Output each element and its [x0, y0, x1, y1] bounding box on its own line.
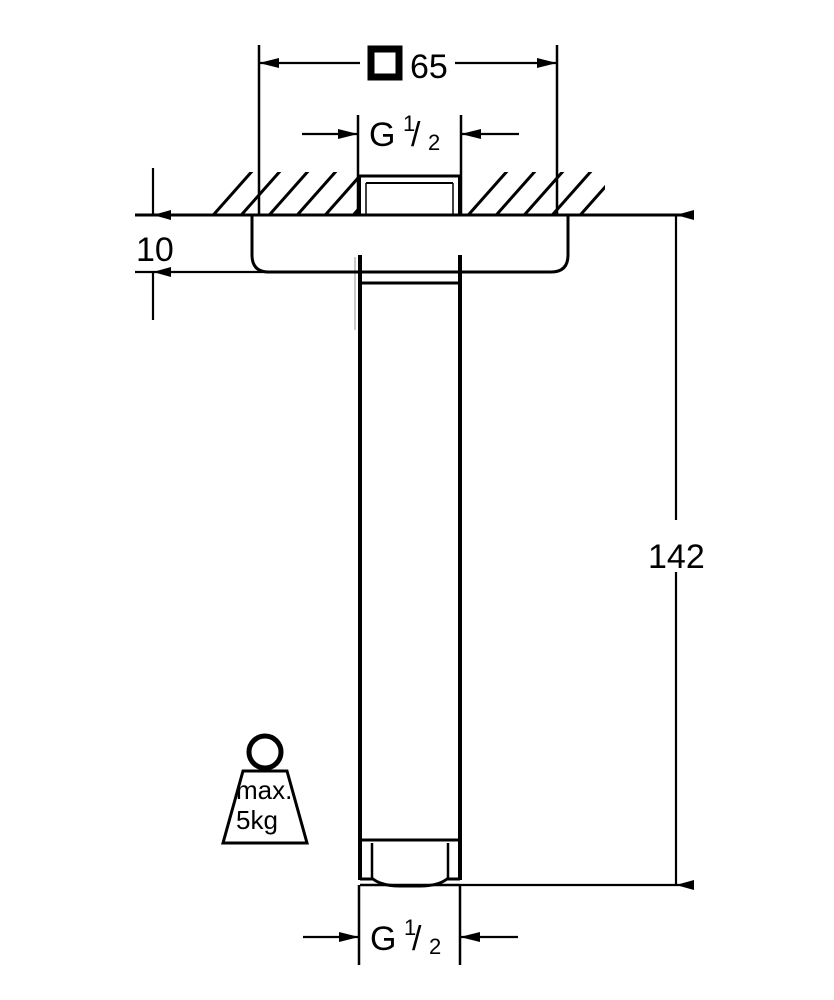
thread-bottom-label-numerator: 1	[404, 915, 416, 940]
dimension-10: 10	[135, 168, 360, 320]
weight-icon: max. 5kg	[221, 733, 309, 845]
thread-bottom-label-main: G	[370, 920, 396, 958]
weight-label-line1: max.	[236, 775, 292, 805]
dimension-thread-bottom: G 1 / 2	[303, 885, 518, 965]
thread-top-label-denominator: 2	[428, 130, 440, 155]
ceiling-hatching	[135, 172, 690, 217]
thread-top-label-slash: /	[411, 116, 421, 154]
shower-arm-tube	[354, 255, 462, 840]
thread-top-label-numerator: 1	[403, 111, 415, 136]
weight-label-line2: 5kg	[236, 805, 278, 835]
hex-nut-end	[358, 838, 462, 888]
thread-top-label-main: G	[369, 116, 395, 154]
dimension-thread-top: G 1 / 2	[302, 111, 519, 215]
thread-bottom-label-slash: /	[412, 920, 422, 958]
dimension-10-label: 10	[136, 231, 174, 269]
dimension-142: 142	[460, 210, 705, 890]
dimension-142-label: 142	[648, 538, 705, 576]
threaded-nipple	[357, 174, 462, 215]
thread-bottom-label-denominator: 2	[429, 934, 441, 959]
dimension-65-label: 65	[410, 48, 448, 86]
dimension-65: 65	[257, 45, 559, 215]
escutcheon-flange	[250, 215, 570, 274]
square-symbol-icon	[367, 45, 403, 81]
